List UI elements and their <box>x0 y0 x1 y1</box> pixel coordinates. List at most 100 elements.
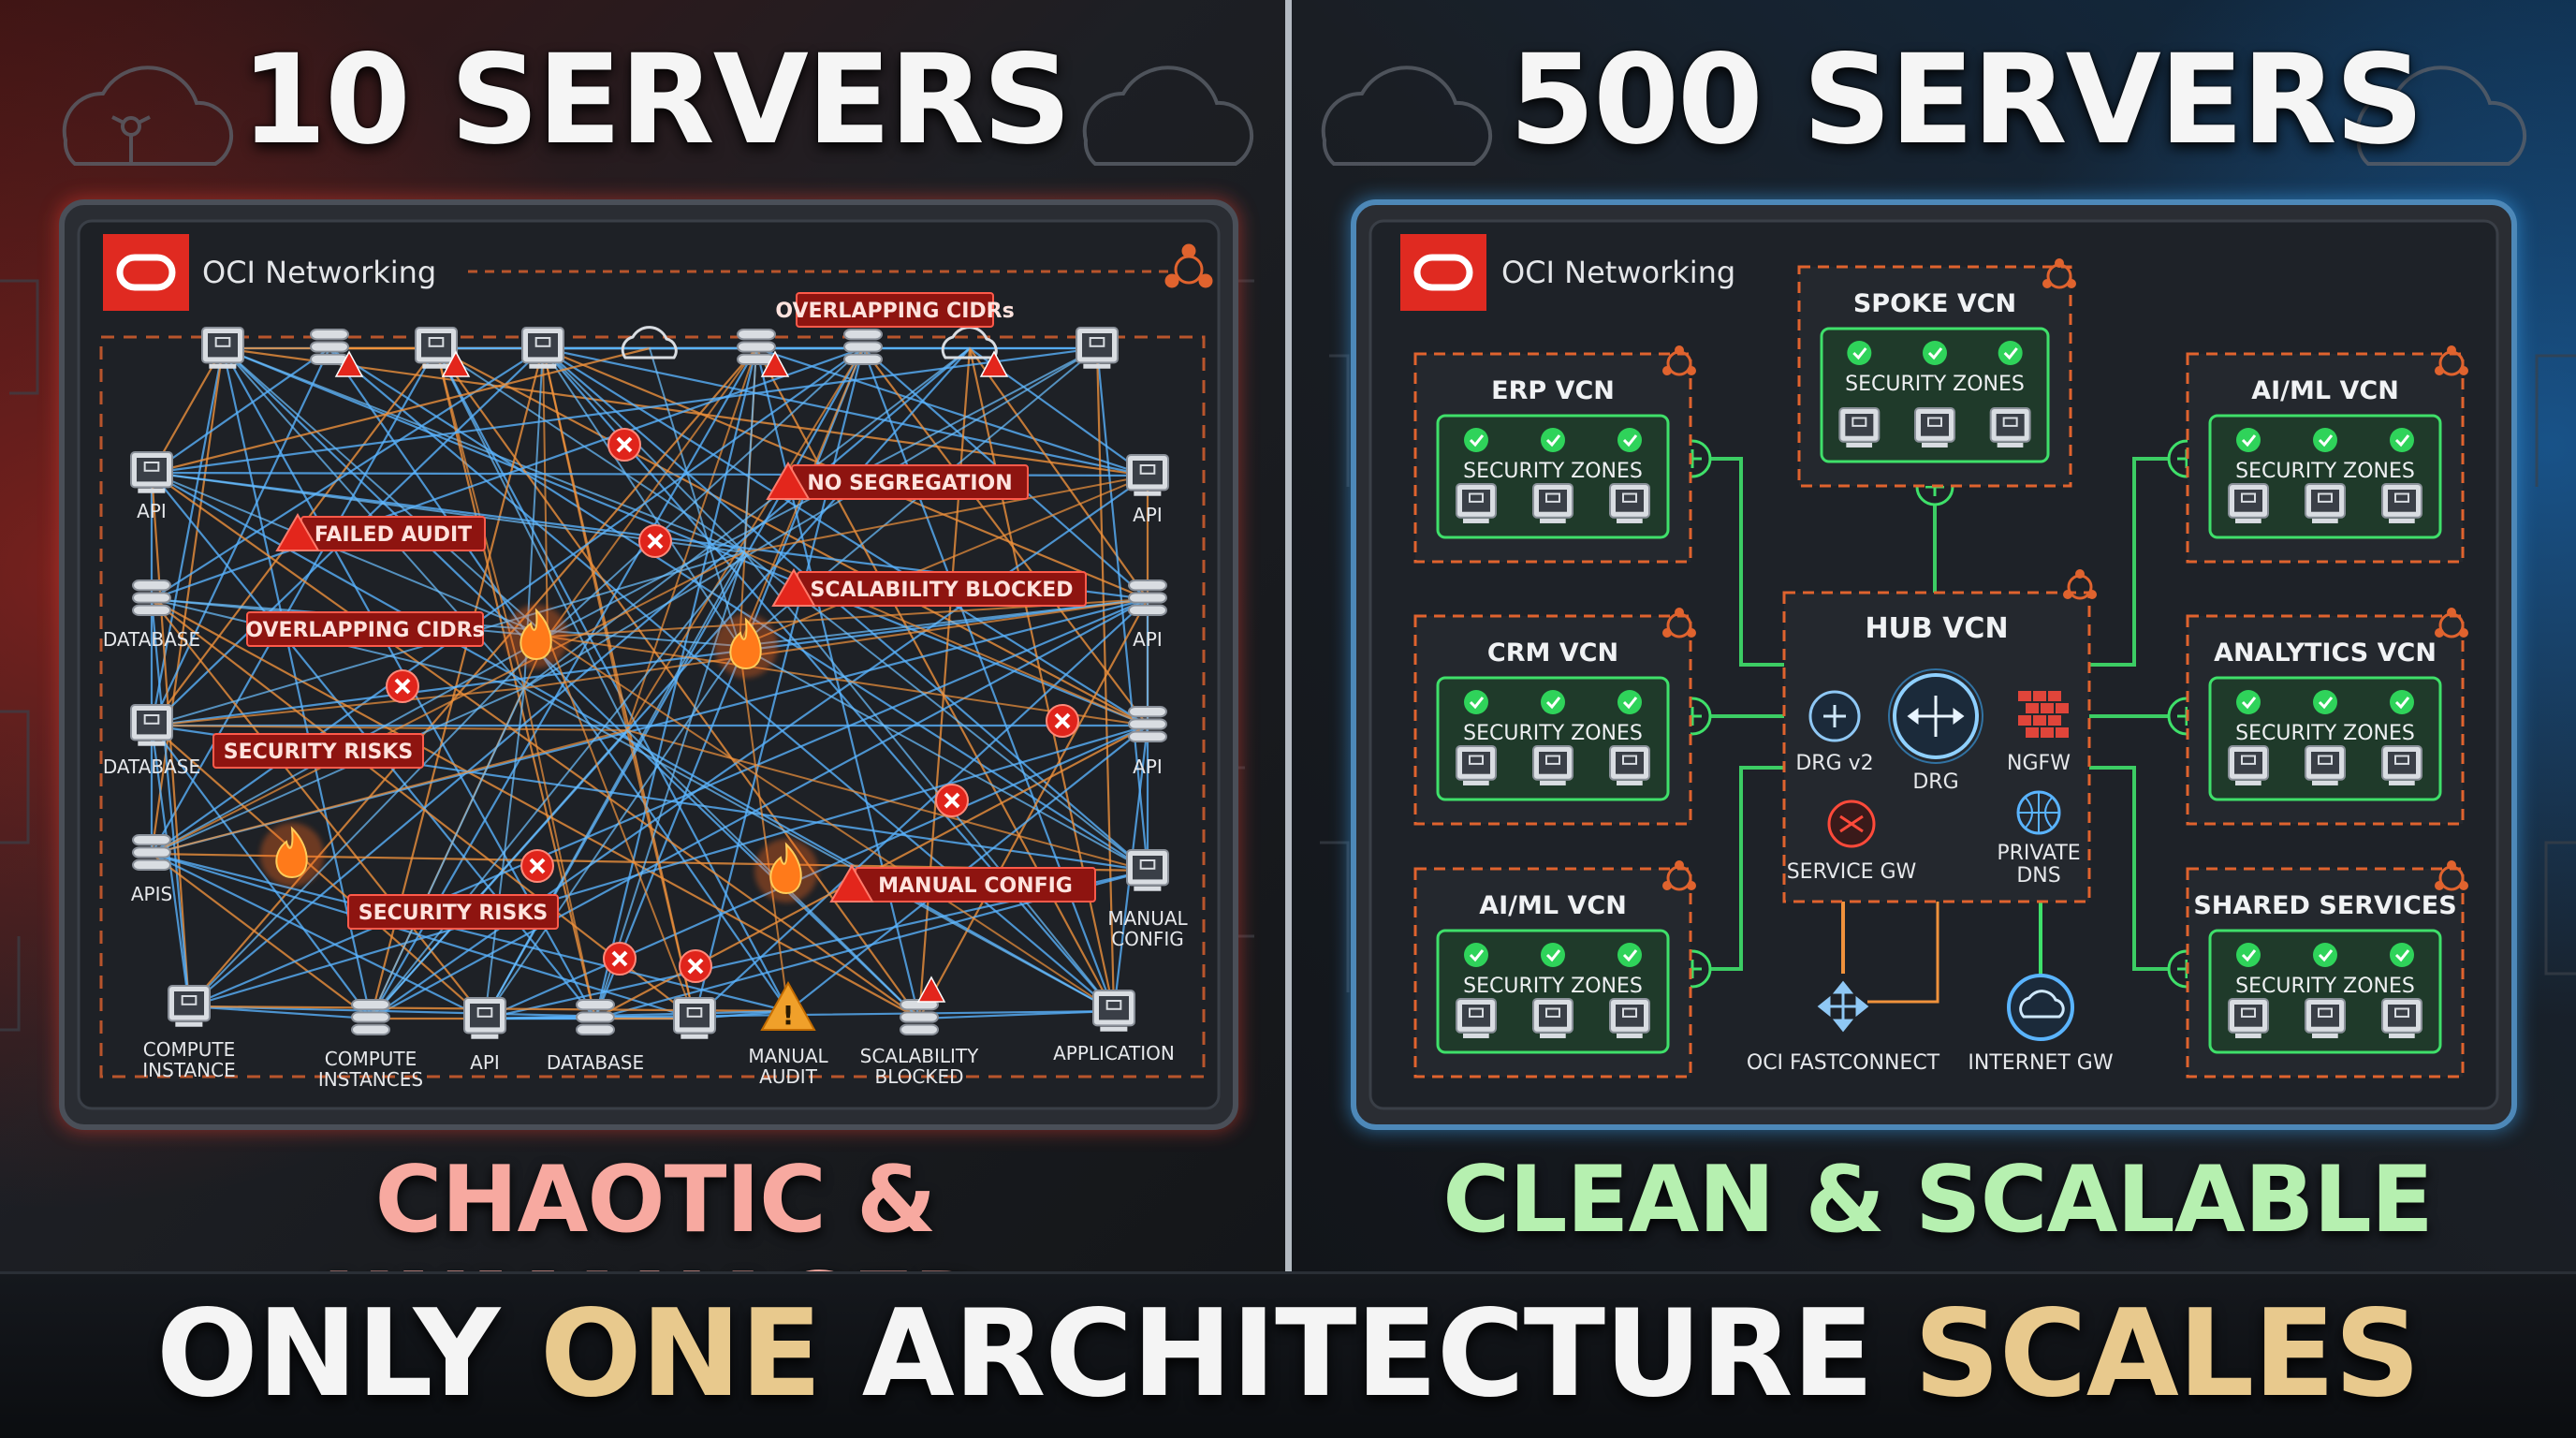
server-icon <box>2381 998 2422 1038</box>
zone-label: SECURITY ZONES <box>2235 722 2415 745</box>
database-icon <box>1128 580 1167 617</box>
service-gateway-icon <box>1827 800 1876 848</box>
check-icon <box>2236 943 2261 967</box>
error-x-icon <box>638 524 672 558</box>
warning-label: MANUAL CONFIG <box>878 874 1073 898</box>
check-icon <box>1617 943 1642 967</box>
server-icon <box>1609 745 1650 785</box>
oracle-logo-icon <box>1400 234 1486 311</box>
check-icon <box>2390 690 2414 714</box>
database-icon <box>132 834 171 872</box>
fire-icon <box>505 605 568 668</box>
node-label: SCALABILITY <box>860 1045 980 1067</box>
server-icon <box>415 327 458 369</box>
node-label: API <box>1133 504 1163 526</box>
check-icon <box>2236 690 2261 714</box>
footer-word-scales: SCALES <box>1913 1284 2421 1424</box>
database-icon <box>1128 706 1167 743</box>
node-label: COMPUTE <box>143 1038 236 1061</box>
server-icon <box>2305 998 2346 1038</box>
node-label: BLOCKED <box>874 1065 963 1088</box>
footer-word-only: ONLY <box>156 1284 500 1424</box>
node-label: MANUAL <box>1107 907 1188 930</box>
server-icon <box>168 985 211 1027</box>
private-dns-label: DNS <box>2016 864 2060 888</box>
check-icon <box>1847 341 1872 365</box>
zone-label: SECURITY ZONES <box>1463 975 1643 998</box>
server-icon <box>1532 483 1573 523</box>
network-node-icon <box>2063 569 2097 600</box>
fire-icon <box>754 839 818 902</box>
error-x-icon <box>386 669 419 703</box>
server-icon <box>2381 483 2422 523</box>
zone-label: SECURITY ZONES <box>1463 722 1643 745</box>
cloud-icon <box>621 326 678 360</box>
check-icon <box>2313 690 2337 714</box>
error-x-icon <box>1046 704 1079 738</box>
node-label: MANUAL <box>748 1045 828 1067</box>
database-icon <box>310 329 349 365</box>
vcn-title: ANALYTICS VCN <box>2214 638 2437 668</box>
warning-label: SECURITY RISKS <box>359 902 548 925</box>
server-icon <box>1076 327 1119 369</box>
server-icon <box>2305 483 2346 523</box>
vcn-title: ERP VCN <box>1491 376 1615 405</box>
warning-icon <box>441 350 471 377</box>
zone-label: SECURITY ZONES <box>2235 460 2415 483</box>
node-label: API <box>1133 756 1163 778</box>
check-icon <box>2313 943 2337 967</box>
error-x-icon <box>607 428 641 462</box>
server-icon <box>201 327 244 369</box>
warning-icon <box>766 462 811 500</box>
drg-label: DRG <box>1912 770 1958 794</box>
error-x-icon <box>935 784 969 817</box>
node-label: DATABASE <box>103 756 200 778</box>
warning-label: OVERLAPPING CIDRs <box>775 300 1014 323</box>
warning-icon <box>916 976 946 1003</box>
warning-tag: SECURITY RISKS <box>347 894 559 930</box>
network-node-icon <box>2042 258 2076 289</box>
node-label: API <box>1133 628 1163 651</box>
footer-title: ONLY ONE ARCHITECTURE SCALES <box>0 1284 2576 1424</box>
cloud-icon <box>1321 66 1493 166</box>
server-icon <box>2305 745 2346 785</box>
router-icon <box>1808 690 1861 742</box>
service-gw-label: SERVICE GW <box>1787 860 1917 884</box>
check-icon <box>1923 341 1947 365</box>
vcn-title: CRM VCN <box>1487 638 1618 668</box>
warning-label: FAILED AUDIT <box>315 523 472 547</box>
server-icon <box>1126 849 1169 891</box>
network-node-icon <box>2435 345 2468 376</box>
private-dns-label: PRIVATE <box>1997 842 2080 865</box>
check-icon <box>1541 428 1565 452</box>
check-icon <box>1998 341 2023 365</box>
server-icon <box>2381 745 2422 785</box>
server-icon <box>2228 745 2269 785</box>
vcn-title: SPOKE VCN <box>1853 289 2016 318</box>
chaos-connections <box>150 346 1149 1020</box>
warning-label: SCALABILITY BLOCKED <box>810 579 1073 602</box>
warning-icon <box>760 350 790 377</box>
server-icon <box>130 704 173 746</box>
left-header: 10 SERVERS <box>241 28 1072 172</box>
error-x-icon <box>679 949 712 983</box>
hub-title: HUB VCN <box>1865 612 2008 645</box>
server-icon <box>2228 998 2269 1038</box>
warning-tag: OVERLAPPING CIDRs <box>775 292 1015 328</box>
error-x-icon <box>520 849 554 883</box>
node-label: APPLICATION <box>1053 1042 1175 1064</box>
database-icon <box>351 999 390 1035</box>
check-icon <box>1464 428 1488 452</box>
zone-label: SECURITY ZONES <box>2235 975 2415 998</box>
fire-icon <box>260 823 324 887</box>
warning-tag: FAILED AUDIT <box>275 513 486 551</box>
server-icon <box>1456 483 1497 523</box>
ngfw-label: NGFW <box>2007 752 2071 775</box>
server-icon <box>1092 990 1135 1032</box>
